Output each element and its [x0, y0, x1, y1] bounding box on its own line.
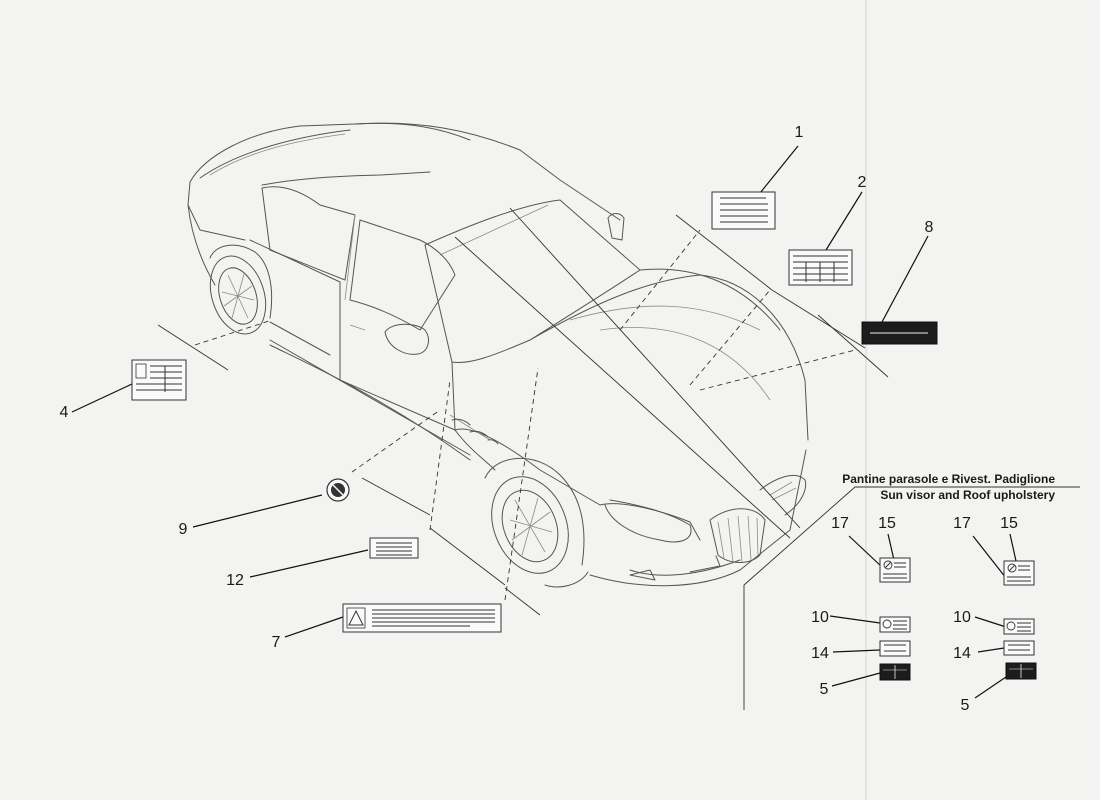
label-part-8: [861, 321, 938, 345]
section-caption-english: Sun visor and Roof upholstery: [880, 488, 1055, 502]
callout-17-right: 17: [953, 515, 971, 532]
callout-9: 9: [179, 521, 188, 538]
leader-lines: [71, 145, 1080, 710]
label-part-4: [131, 359, 187, 401]
callout-4: 4: [60, 404, 69, 421]
callout-5-right: 5: [961, 697, 970, 714]
callout-14-right: 14: [953, 645, 971, 662]
callout-15-left: 15: [878, 515, 896, 532]
section-caption-italian: Pantine parasole e Rivest. Padiglione: [842, 472, 1055, 486]
label-part-1: [711, 191, 776, 230]
callout-2: 2: [858, 174, 867, 191]
label-part-10-right: [1003, 618, 1035, 635]
callout-1: 1: [795, 124, 804, 141]
callout-15-right: 15: [1000, 515, 1018, 532]
label-part-14-right: [1003, 640, 1035, 656]
callout-8: 8: [925, 219, 934, 236]
car-illustration: [187, 122, 809, 588]
callout-12: 12: [226, 572, 244, 589]
callout-10-right: 10: [953, 609, 971, 626]
callout-14-left: 14: [811, 645, 829, 662]
label-part-5-right: [1005, 662, 1037, 680]
callout-numbers: 1 2 8 4 9 12 7 17 15 10 14 5 17 15 10 14…: [60, 124, 1018, 714]
callout-17-left: 17: [831, 515, 849, 532]
callout-7: 7: [272, 634, 281, 651]
label-part-12: [369, 537, 419, 559]
label-part-17-15-right: [1003, 560, 1035, 586]
label-part-14-left: [879, 640, 911, 657]
callout-10-left: 10: [811, 609, 829, 626]
label-part-10-left: [879, 616, 911, 633]
label-part-5-left: [879, 663, 911, 681]
label-part-9: [326, 478, 350, 502]
label-part-2: [788, 249, 853, 286]
label-part-17-15-left: [879, 557, 911, 583]
callout-5-left: 5: [820, 681, 829, 698]
label-part-7: [342, 603, 502, 633]
